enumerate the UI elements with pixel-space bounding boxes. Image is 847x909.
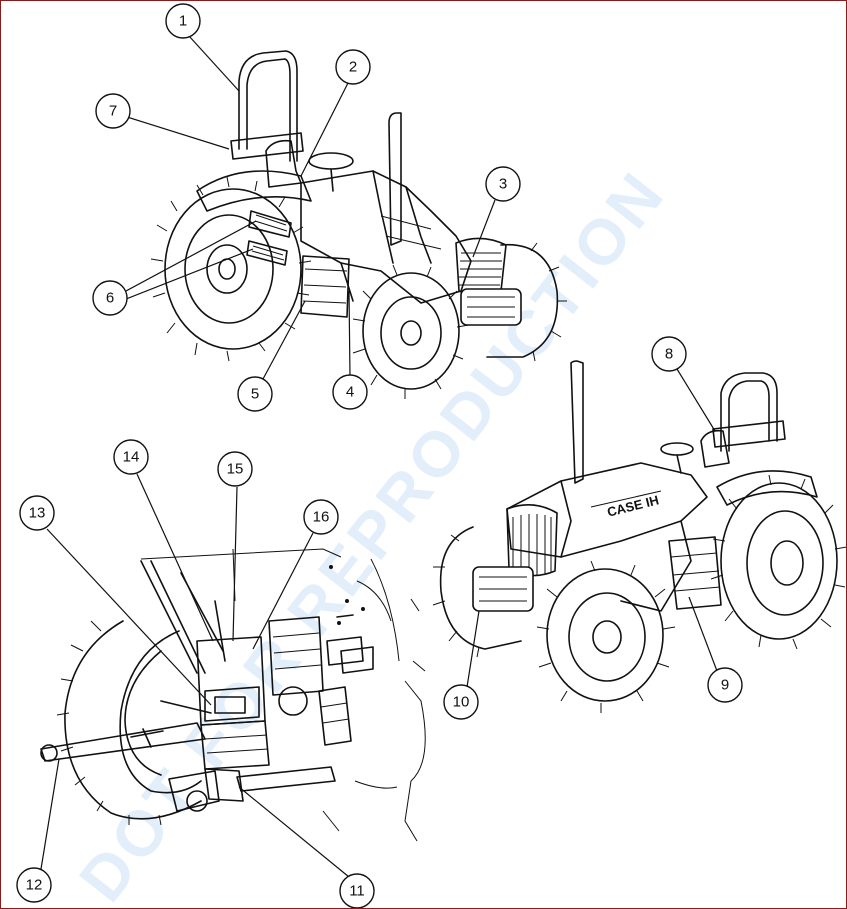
svg-text:12: 12 (26, 877, 43, 894)
svg-text:2: 2 (349, 59, 357, 76)
svg-text:6: 6 (106, 290, 114, 307)
svg-text:10: 10 (453, 694, 470, 711)
callout-11: 11 (339, 873, 375, 908)
svg-text:14: 14 (123, 449, 140, 466)
callout-8: 8 (651, 336, 687, 372)
svg-text:16: 16 (313, 509, 330, 526)
svg-text:3: 3 (499, 176, 507, 193)
svg-text:11: 11 (349, 883, 365, 900)
callout-1: 1 (165, 3, 201, 39)
callout-10: 10 (443, 684, 479, 720)
callout-5: 5 (237, 376, 273, 412)
svg-text:5: 5 (251, 386, 259, 403)
svg-text:13: 13 (29, 505, 46, 522)
callout-13: 13 (19, 495, 55, 531)
callout-6: 6 (92, 280, 128, 316)
callout-9: 9 (707, 667, 743, 703)
callout-3: 3 (485, 166, 521, 202)
callout-12: 12 (16, 867, 52, 903)
leader-lines (40, 35, 718, 878)
svg-text:4: 4 (346, 384, 354, 401)
callout-7: 7 (95, 93, 131, 129)
tractor-front-view: CASE IH (432, 360, 846, 713)
svg-text:7: 7 (109, 103, 117, 120)
callout-14: 14 (113, 439, 149, 475)
callout-16: 16 (303, 499, 339, 535)
hood-brand-decal: CASE IH (606, 492, 661, 519)
callout-4: 4 (332, 374, 368, 410)
tractor-rear-view (150, 50, 567, 399)
callout-2: 2 (335, 49, 371, 85)
svg-text:15: 15 (227, 461, 244, 478)
callout-15: 15 (217, 451, 253, 487)
svg-text:1: 1 (179, 13, 187, 30)
rear-hitch-detail (40, 548, 426, 842)
svg-text:9: 9 (721, 677, 729, 694)
svg-text:8: 8 (665, 346, 673, 363)
